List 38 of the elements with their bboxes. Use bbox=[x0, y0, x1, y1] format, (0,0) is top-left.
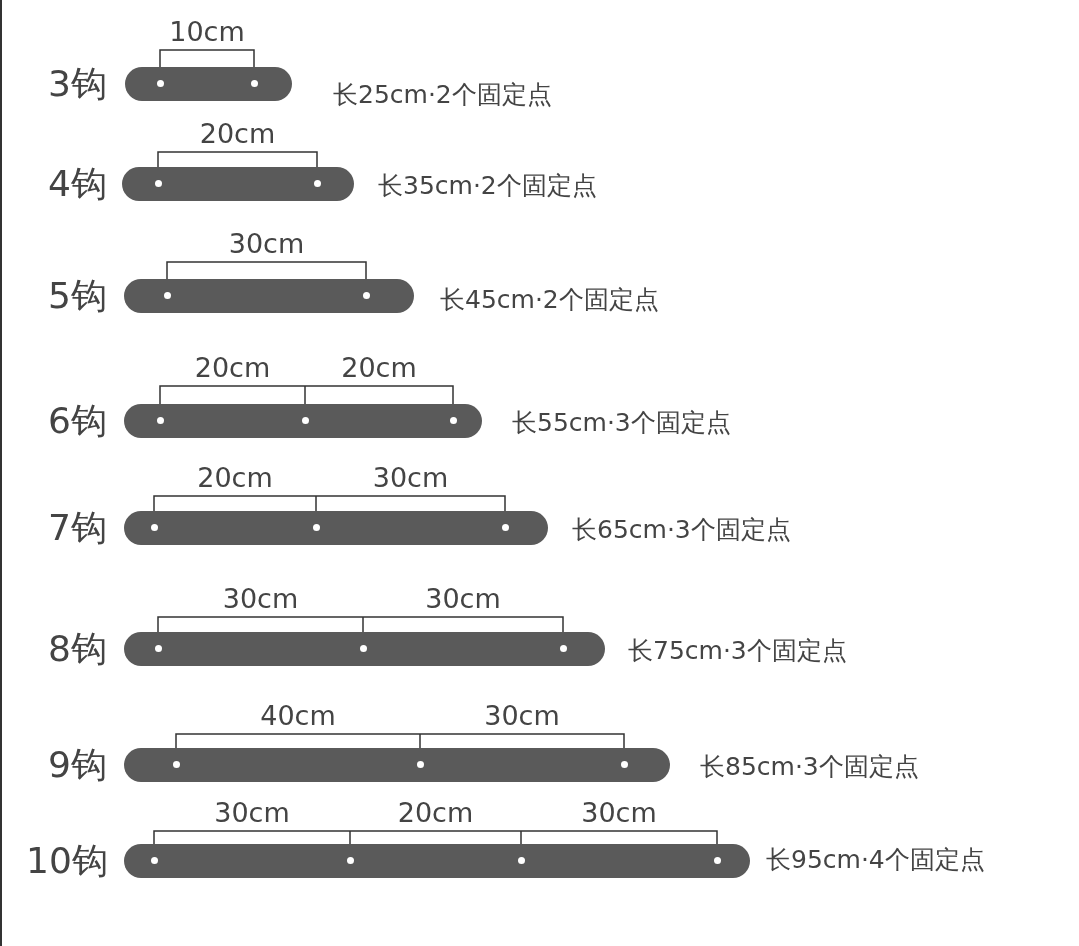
dimension-label: 30cm bbox=[425, 585, 501, 613]
dimension-label: 20cm bbox=[397, 799, 474, 827]
length-spec-label: 长25cm·2个固定点 bbox=[333, 81, 552, 109]
hook-count-label: 5钩 bbox=[48, 278, 107, 314]
hook-count-label: 9钩 bbox=[48, 747, 107, 783]
length-spec-label: 长95cm·4个固定点 bbox=[766, 846, 985, 874]
dimension-label: 30cm bbox=[581, 799, 657, 827]
length-spec-label: 长45cm·2个固定点 bbox=[440, 286, 659, 314]
dimension-label: 20cm bbox=[199, 120, 276, 148]
mounting-bar bbox=[122, 167, 354, 201]
dimension-label: 20cm bbox=[341, 354, 417, 382]
dimension-label: 30cm bbox=[214, 799, 290, 827]
dimension-label: 30cm bbox=[228, 230, 305, 258]
length-spec-label: 长65cm·3个固定点 bbox=[572, 516, 791, 544]
mounting-bar bbox=[124, 748, 670, 782]
hook-count-label: 8钩 bbox=[48, 631, 107, 667]
length-spec-label: 长75cm·3个固定点 bbox=[628, 637, 847, 665]
dimension-label: 30cm bbox=[484, 702, 560, 730]
hook-count-label: 6钩 bbox=[48, 403, 107, 439]
mounting-bar bbox=[125, 67, 292, 101]
mounting-bar bbox=[124, 404, 482, 438]
length-spec-label: 长35cm·2个固定点 bbox=[378, 172, 597, 200]
dimension-label: 30cm bbox=[372, 464, 449, 492]
length-spec-label: 长85cm·3个固定点 bbox=[700, 753, 919, 781]
dimension-label: 20cm bbox=[194, 354, 271, 382]
length-spec-label: 长55cm·3个固定点 bbox=[512, 409, 731, 437]
mounting-bar bbox=[124, 511, 548, 545]
mounting-bar bbox=[124, 632, 605, 666]
hook-count-label: 4钩 bbox=[48, 166, 107, 202]
hook-count-label: 7钩 bbox=[48, 510, 107, 546]
dimension-label: 40cm bbox=[260, 702, 336, 730]
dimension-label: 10cm bbox=[169, 18, 245, 46]
hook-count-label: 10钩 bbox=[26, 843, 108, 879]
dimension-label: 30cm bbox=[222, 585, 299, 613]
mounting-bar bbox=[124, 844, 750, 878]
mounting-bar bbox=[124, 279, 414, 313]
hook-count-label: 3钩 bbox=[48, 66, 107, 102]
dimension-label: 20cm bbox=[197, 464, 273, 492]
